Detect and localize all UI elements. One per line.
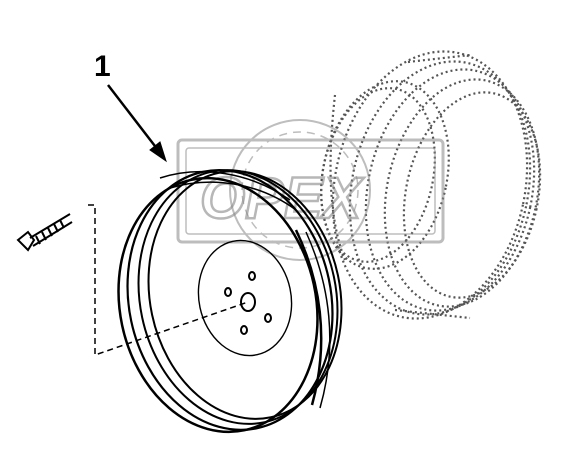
leader-arrow xyxy=(107,84,167,163)
watermark-text: OPEX xyxy=(200,166,364,231)
callout-number: 1 xyxy=(94,50,111,83)
fastener-bolt xyxy=(16,213,73,252)
assembly-centerline xyxy=(88,204,249,357)
pulley xyxy=(117,169,343,434)
